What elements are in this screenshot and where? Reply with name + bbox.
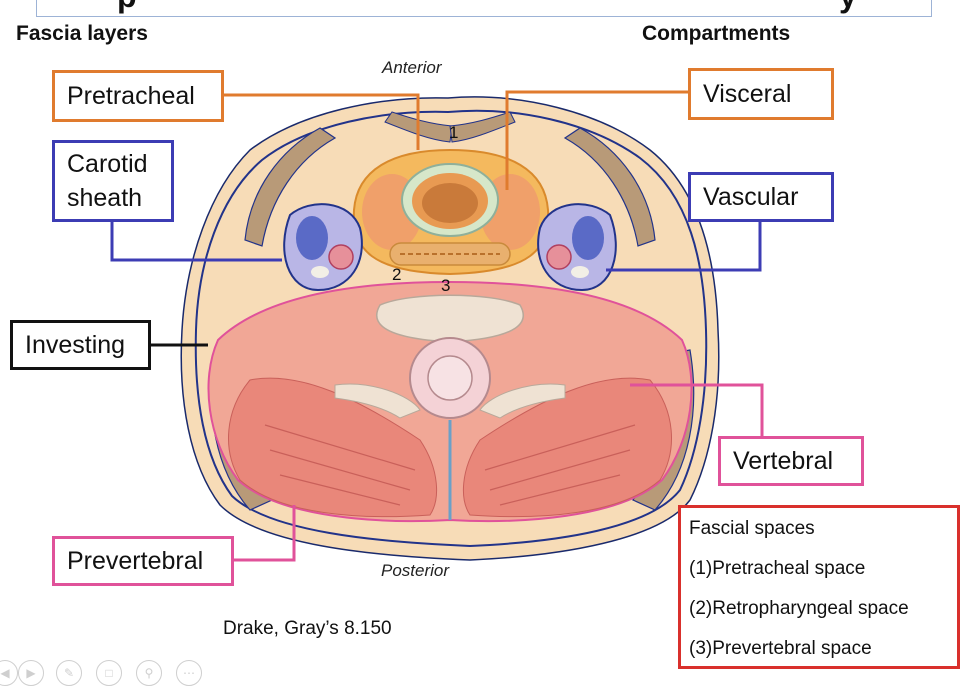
space-number-1: 1	[449, 123, 459, 142]
vascular-leader-line	[606, 222, 762, 272]
zoom-icon[interactable]: ⚲	[136, 660, 162, 686]
title-fragment-right: y	[839, 0, 857, 15]
legend-item-retropharyngeal: (2)Retropharyngeal space	[689, 598, 909, 619]
figure-credit: Drake, Gray’s 8.150	[223, 618, 392, 639]
carotid-sheath-leader-line	[110, 218, 282, 262]
fascial-spaces-legend: Fascial spaces (1)Pretracheal space (2)R…	[678, 505, 960, 669]
vascular-label: Vascular	[688, 172, 834, 222]
fascia-layers-header: Fascia layers	[16, 22, 148, 45]
investing-label: Investing	[10, 320, 151, 370]
vertebral-label: Vertebral	[718, 436, 864, 486]
play-icon[interactable]: ▶	[18, 660, 44, 686]
pretracheal-leader-line	[222, 93, 420, 150]
space-number-3: 3	[441, 276, 451, 295]
title-bar: p y	[36, 0, 932, 17]
prevertebral-label: Prevertebral	[52, 536, 234, 586]
pretracheal-label: Pretracheal	[52, 70, 224, 122]
visceral-label: Visceral	[688, 68, 834, 120]
posterior-label: Posterior	[381, 561, 450, 580]
pen-icon[interactable]: ✎	[56, 660, 82, 686]
compartments-header: Compartments	[642, 22, 791, 45]
vertebral-leader-line	[630, 383, 764, 436]
slides-icon[interactable]: □	[96, 660, 122, 686]
legend-item-prevertebral: (3)Prevertebral space	[689, 638, 872, 659]
legend-title: Fascial spaces	[689, 518, 815, 539]
more-icon[interactable]: ⋯	[176, 660, 202, 686]
prevertebral-leader-line	[232, 505, 296, 562]
title-fragment-left: p	[117, 0, 137, 15]
visceral-leader-line	[505, 90, 690, 190]
space-number-2: 2	[392, 265, 402, 284]
anterior-label: Anterior	[382, 58, 442, 77]
carotid-sheath-label: Carotid sheath	[52, 140, 174, 222]
legend-item-pretracheal: (1)Pretracheal space	[689, 558, 866, 579]
